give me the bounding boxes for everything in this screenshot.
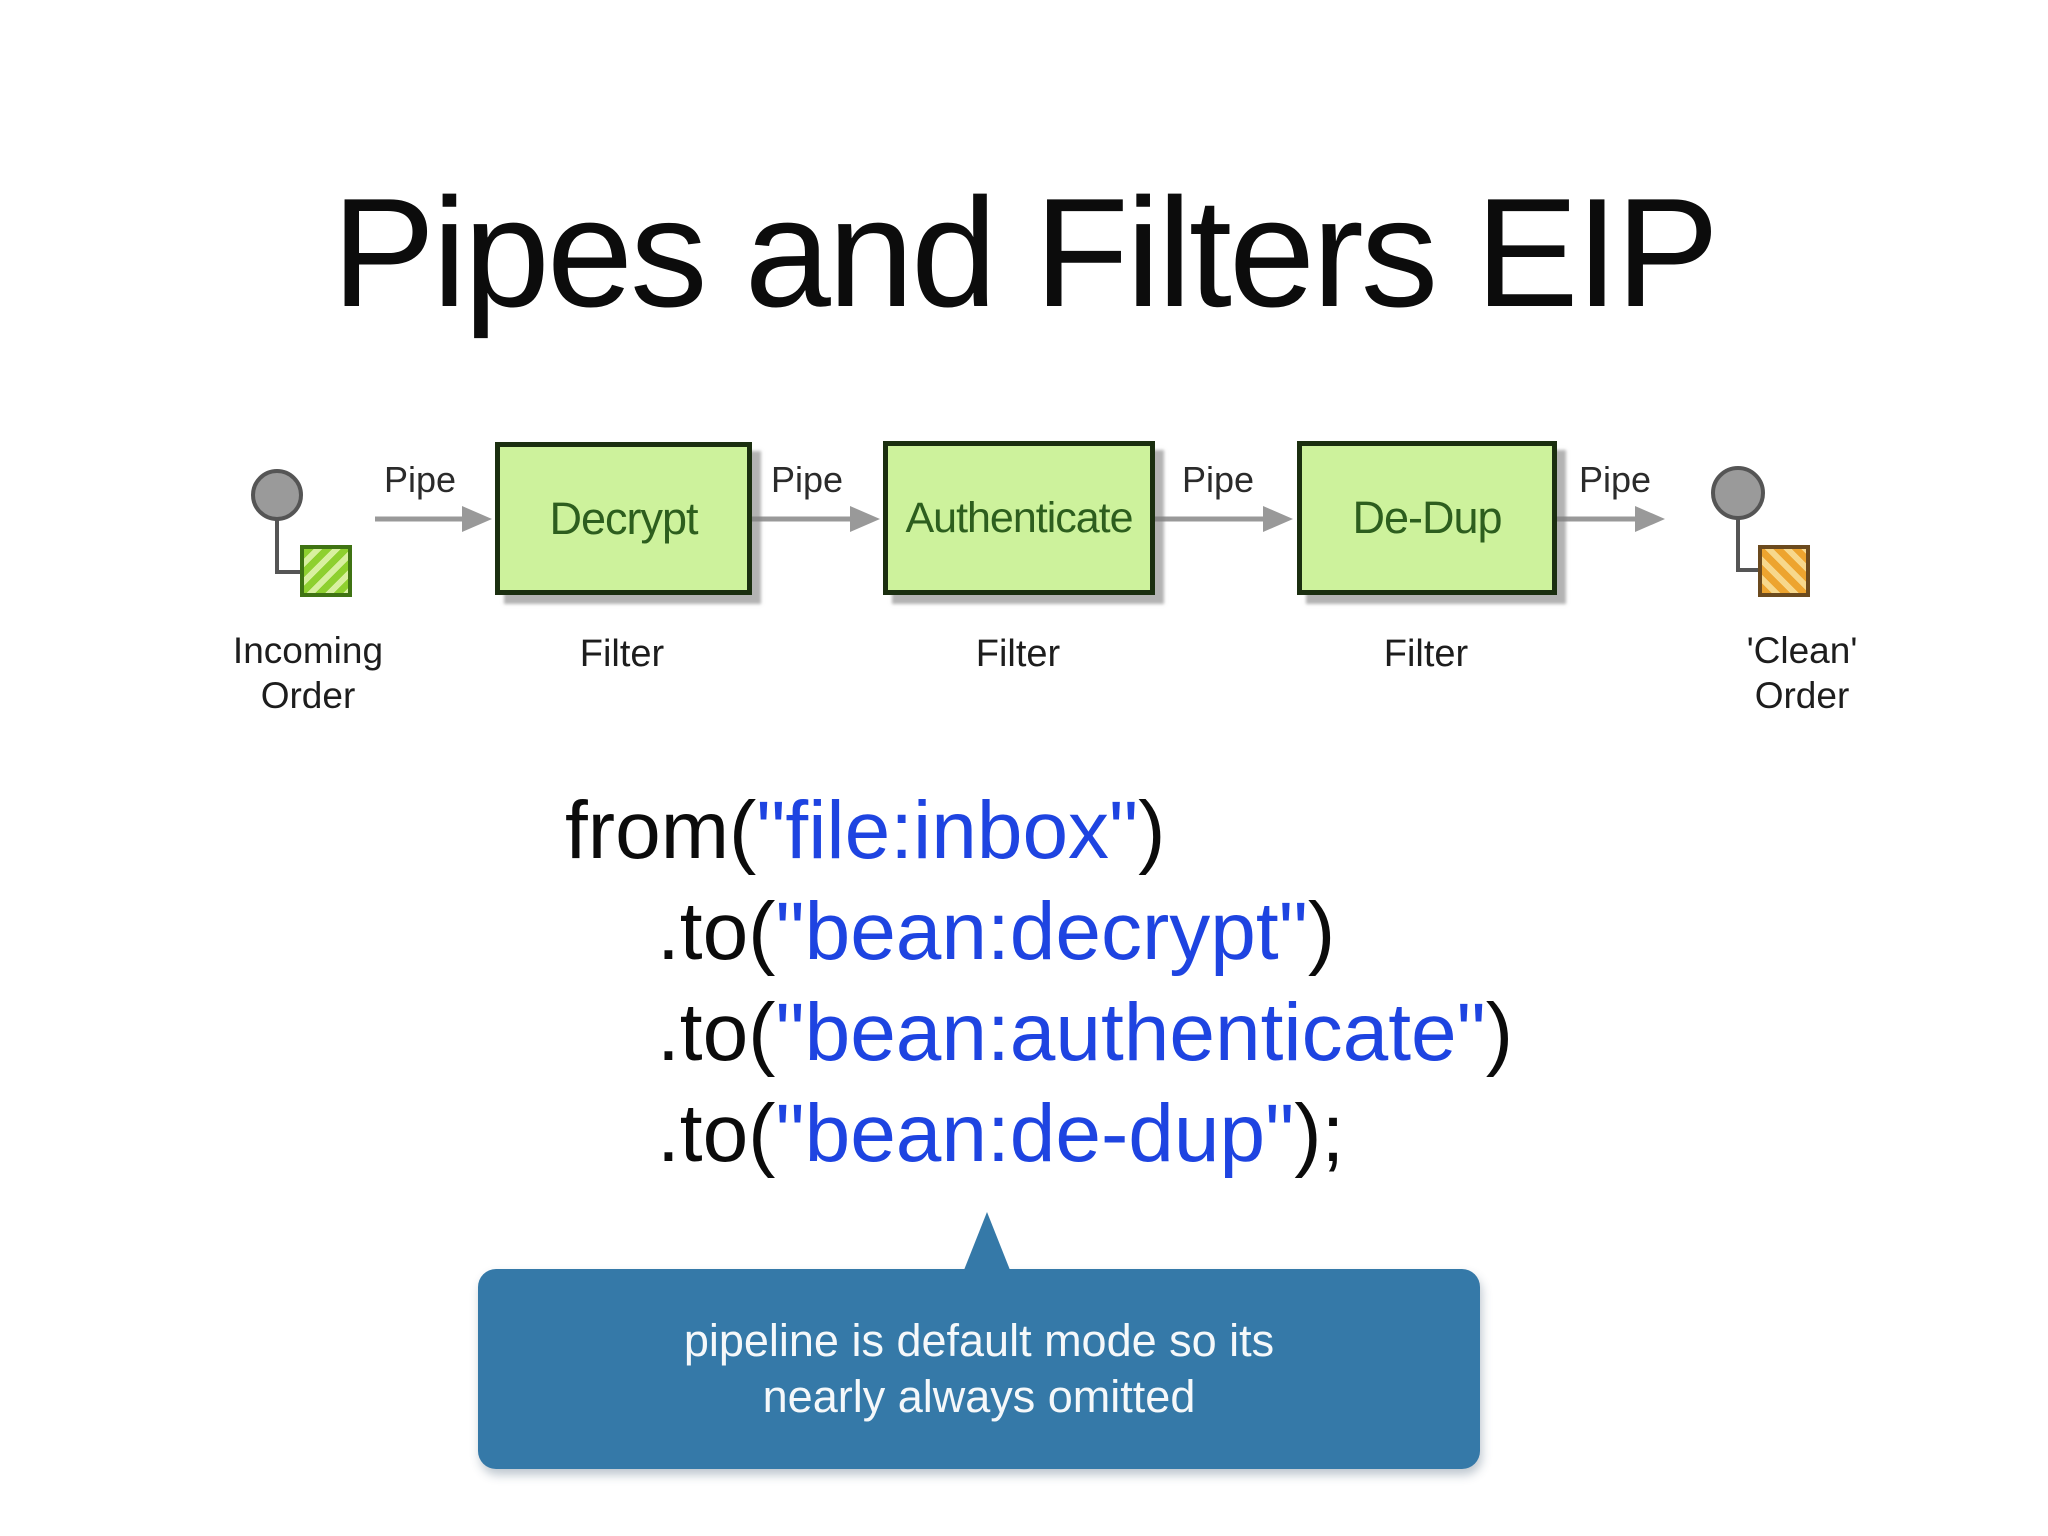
pipe-arrow-head <box>462 506 492 532</box>
code-plain: ) <box>1138 785 1166 876</box>
filter-box-authenticate: Authenticate <box>883 441 1155 595</box>
filter-box-label: Decrypt <box>549 492 698 544</box>
source-connector-line <box>275 519 302 574</box>
code-plain: ); <box>1294 1088 1345 1179</box>
source-endpoint-circle <box>251 469 303 521</box>
clean-order-message-icon <box>1758 545 1810 597</box>
clean-order-label-line2: Order <box>1754 675 1850 716</box>
incoming-order-label-line1: Incoming <box>232 630 384 671</box>
filter-box-decrypt: Decrypt <box>495 442 752 595</box>
incoming-order-label-line2: Order <box>260 675 356 716</box>
code-string: "bean:decrypt" <box>775 886 1308 977</box>
code-plain: from( <box>565 785 757 876</box>
pipe-label: Pipe <box>1181 459 1255 500</box>
filter-box-dedup: De-Dup <box>1297 441 1557 595</box>
clean-order-label: 'Clean' Order <box>1747 628 1858 718</box>
code-string: "file:inbox" <box>756 785 1139 876</box>
filter-type-label: Filter <box>1383 633 1469 675</box>
incoming-order-label: Incoming Order <box>233 628 383 718</box>
callout-note: pipeline is default mode so its nearly a… <box>478 1212 1480 1469</box>
slide-title: Pipes and Filters EIP <box>331 166 1719 339</box>
code-line-to-decrypt: .to("bean:decrypt") <box>565 881 1513 982</box>
filter-type-label: Filter <box>975 633 1061 675</box>
filter-box-label: De-Dup <box>1352 492 1502 543</box>
code-line-from: from("file:inbox") <box>565 780 1513 881</box>
incoming-order-message-icon <box>300 545 352 597</box>
filter-type-label: Filter <box>579 633 665 675</box>
code-string: "bean:authenticate" <box>775 987 1486 1078</box>
camel-route-code: from("file:inbox") .to("bean:decrypt") .… <box>565 780 1513 1184</box>
code-line-to-dedup: .to("bean:de-dup"); <box>565 1083 1513 1184</box>
pipe-arrow-head <box>1263 506 1293 532</box>
callout-text-line2: nearly always omitted <box>762 1371 1196 1422</box>
sink-connector-line <box>1736 518 1760 572</box>
code-plain: .to( <box>657 1088 776 1179</box>
callout-pointer-icon <box>964 1212 1010 1270</box>
code-plain: .to( <box>657 987 776 1078</box>
pipes-and-filters-diagram <box>251 466 1765 574</box>
pipe-arrow-head <box>1635 506 1665 532</box>
filter-box-label: Authenticate <box>905 493 1133 542</box>
code-string: "bean:de-dup" <box>775 1088 1295 1179</box>
code-plain: ) <box>1307 886 1336 977</box>
code-line-to-authenticate: .to("bean:authenticate") <box>565 982 1513 1083</box>
sink-endpoint-circle <box>1711 466 1765 520</box>
pipe-label: Pipe <box>770 459 844 500</box>
code-plain: ) <box>1485 987 1514 1078</box>
pipe-arrow-head <box>850 506 880 532</box>
clean-order-label-line1: 'Clean' <box>1746 630 1858 671</box>
pipe-label: Pipe <box>1578 459 1652 500</box>
callout-text-line1: pipeline is default mode so its <box>683 1315 1275 1366</box>
code-plain: .to( <box>657 886 776 977</box>
pipe-label: Pipe <box>383 459 457 500</box>
